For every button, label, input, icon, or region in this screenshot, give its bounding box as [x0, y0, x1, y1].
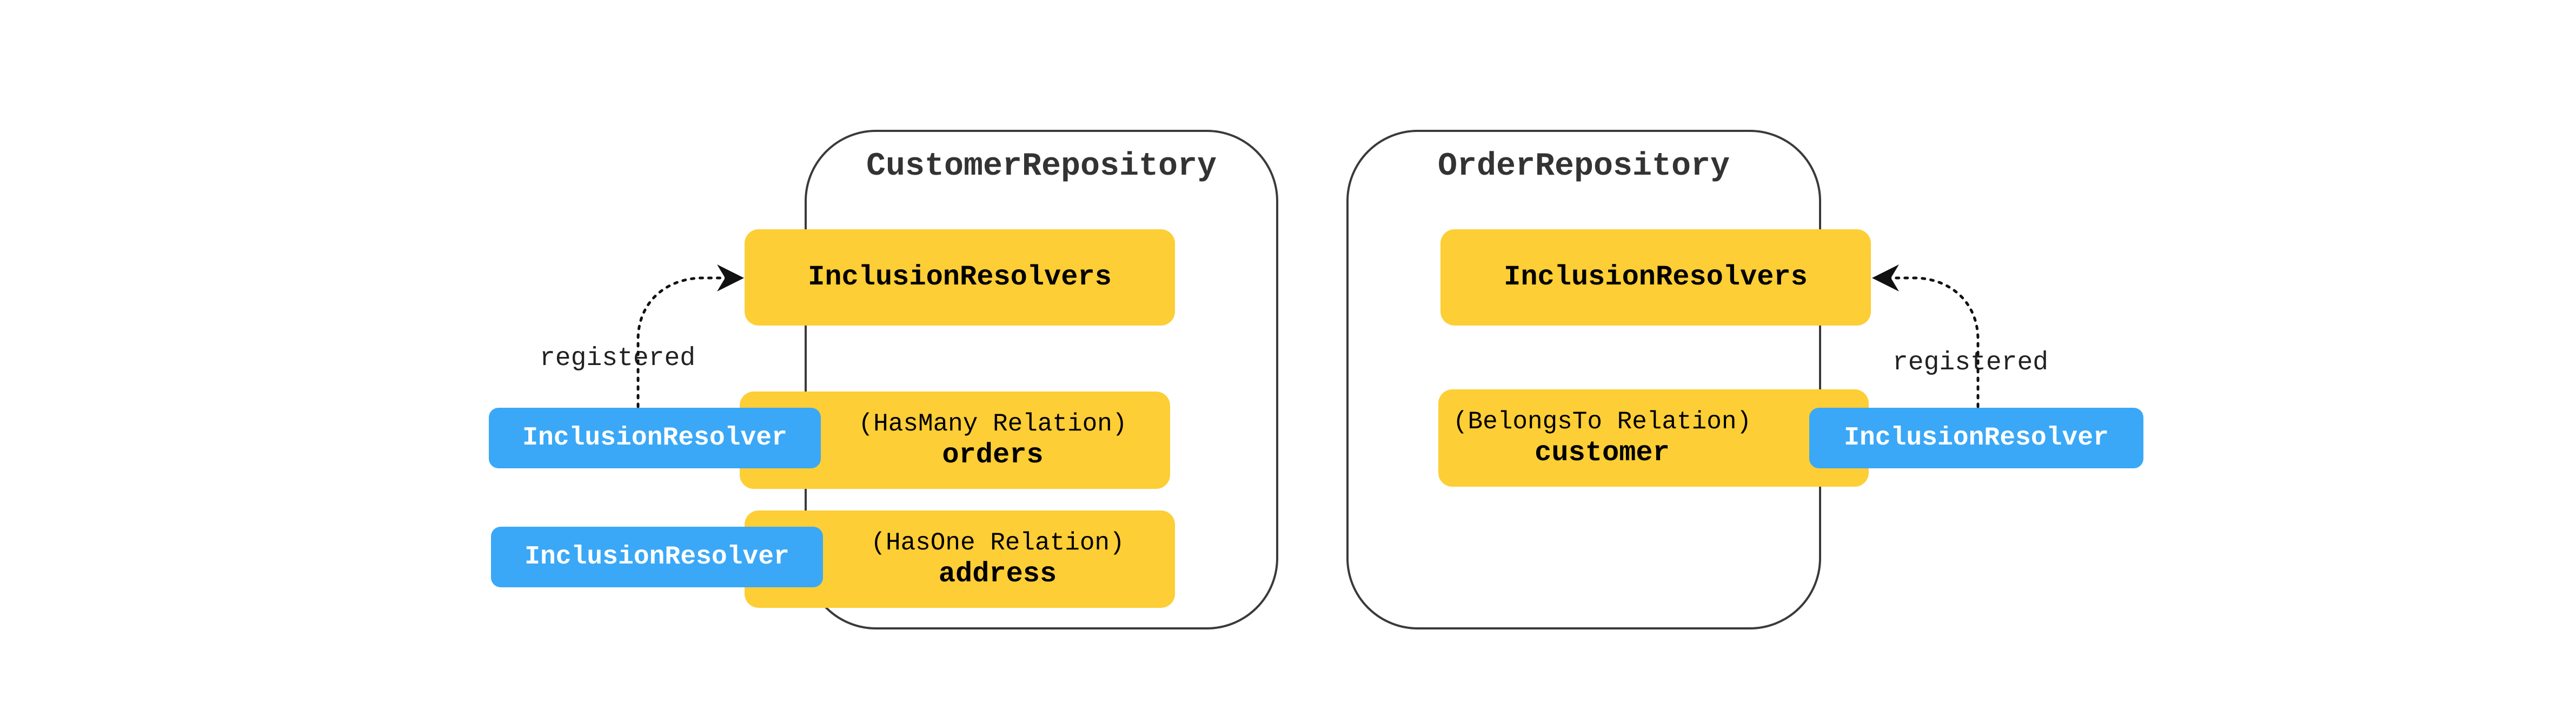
- order-registered-arrow: [1872, 264, 1980, 408]
- relation-type-label: (HasOne Relation): [871, 528, 1125, 557]
- order-inclusion-resolvers-box: InclusionResolvers: [1440, 229, 1871, 326]
- relation-type-label: (HasMany Relation): [858, 409, 1127, 438]
- customer-registered-label: registered: [540, 344, 696, 373]
- customer-inclusion-resolvers-box: InclusionResolvers: [745, 229, 1175, 326]
- order-repository-title: OrderRepository: [1437, 148, 1730, 185]
- order-repository-box: OrderRepository: [1346, 130, 1821, 629]
- order-inclusion-resolvers-label: InclusionResolvers: [1504, 261, 1808, 294]
- customer-registered-arrow: [636, 264, 744, 408]
- customer-orders-inclusion-resolver: InclusionResolver: [489, 408, 821, 468]
- customer-address-inclusion-resolver: InclusionResolver: [491, 527, 823, 587]
- order-registered-label: registered: [1893, 348, 2049, 377]
- customer-repository-title: CustomerRepository: [866, 148, 1217, 185]
- relation-name-label: address: [938, 558, 1057, 590]
- order-customer-relation-box: (BelongsTo Relation) customer: [1438, 389, 1869, 487]
- customer-repository-box: CustomerRepository: [805, 130, 1278, 629]
- relation-name-label: orders: [942, 439, 1044, 471]
- customer-inclusion-resolvers-label: InclusionResolvers: [808, 261, 1112, 294]
- relation-name-label: customer: [1535, 436, 1670, 469]
- relation-type-label: (BelongsTo Relation): [1452, 407, 1752, 436]
- order-customer-inclusion-resolver: InclusionResolver: [1809, 408, 2143, 468]
